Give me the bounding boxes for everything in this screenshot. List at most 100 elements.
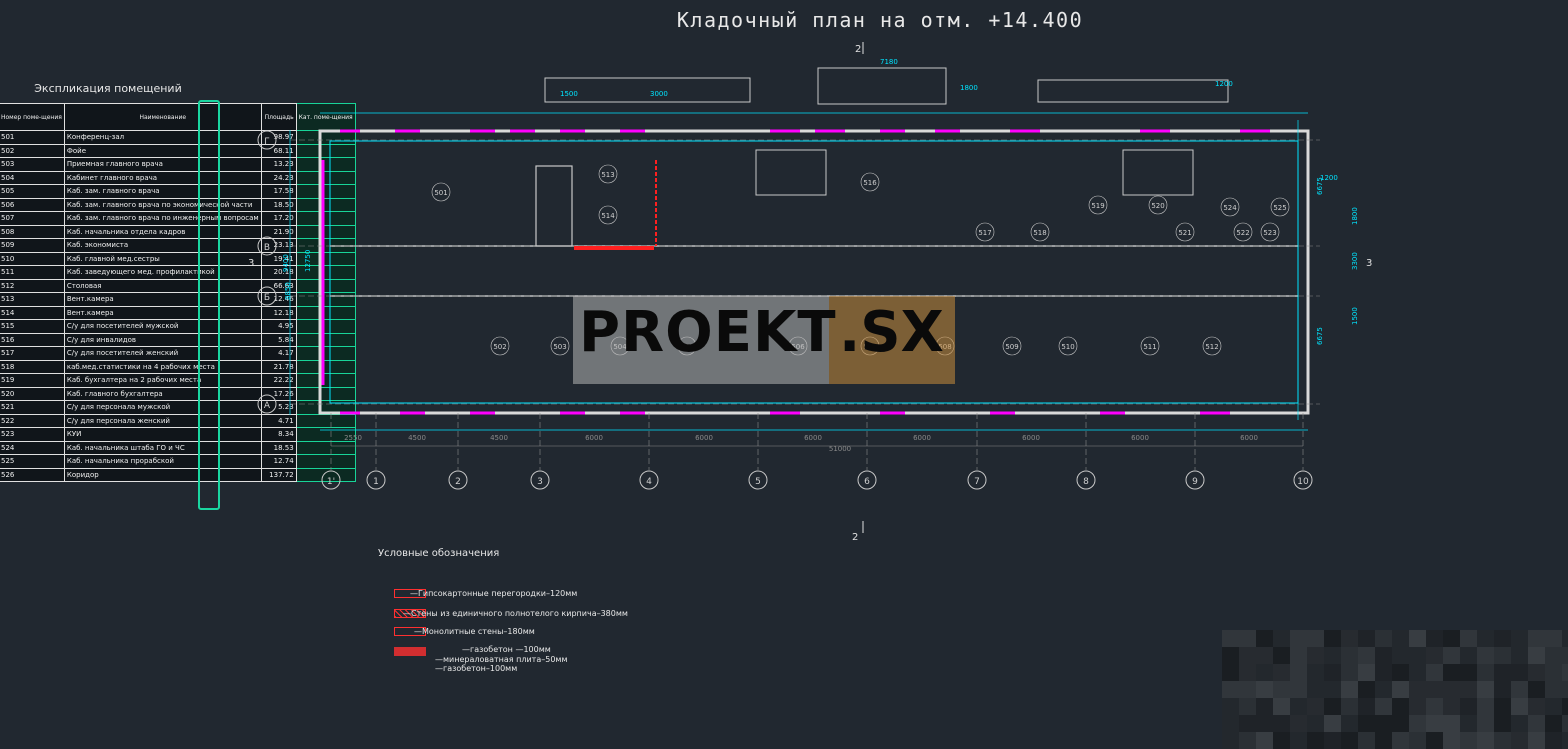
axis-bubble	[857, 470, 877, 490]
dim-label-left: 9400	[282, 254, 290, 272]
stamp-pixel	[1409, 681, 1426, 698]
dim-label-left: 8850	[284, 282, 292, 300]
stamp-pixel	[1392, 630, 1409, 647]
stamp-pixel	[1256, 630, 1273, 647]
stamp-pixel	[1290, 647, 1307, 664]
dim-label-top: 1200	[1320, 174, 1338, 182]
stamp-pixel	[1324, 664, 1341, 681]
stamp-pixel	[1409, 732, 1426, 749]
stamp-pixel	[1290, 698, 1307, 715]
dim-label-bottom: 4500	[408, 434, 426, 442]
room-number: 520	[1151, 202, 1164, 210]
stamp-pixel	[1324, 732, 1341, 749]
stamp-pixel	[1443, 681, 1460, 698]
stamp-pixel	[1443, 664, 1460, 681]
axis-bubble	[448, 470, 468, 490]
dim-label-bottom: 6000	[804, 434, 822, 442]
room-tag	[490, 336, 510, 356]
explication-cell-cat	[295, 467, 356, 482]
explication-cell-cat	[295, 143, 356, 158]
axis-number: 5	[755, 477, 761, 487]
dim-label-right: 1500	[1351, 307, 1359, 325]
stamp-pixel	[1307, 647, 1324, 664]
dim-label-top: 1500	[560, 90, 578, 98]
explication-cell-cat	[295, 157, 356, 172]
legend-item-brick: —Стены из единичного полнотелого кирпича…	[403, 609, 628, 618]
room-tag	[860, 172, 880, 192]
dim-label-bottom: 6000	[695, 434, 713, 442]
stamp-pixel	[1375, 715, 1392, 732]
stamp-pixel	[1545, 647, 1562, 664]
dim-label-top: 3000	[650, 90, 668, 98]
stamp-pixel	[1273, 715, 1290, 732]
dim-label-top: 1800	[960, 84, 978, 92]
stamp-pixel	[1545, 664, 1562, 681]
dim-label-right: 6675	[1316, 327, 1324, 345]
stamp-pixel	[1392, 715, 1409, 732]
stamp-pixel	[1494, 664, 1511, 681]
axis-number: 6	[864, 477, 870, 487]
stamp-pixel	[1545, 698, 1562, 715]
stamp-pixel	[1460, 664, 1477, 681]
explication-cell-cat	[295, 413, 356, 428]
stamp-pixel	[1528, 664, 1545, 681]
stamp-pixel	[1222, 698, 1239, 715]
axis-bubble	[366, 470, 386, 490]
stamp-pixel	[1222, 715, 1239, 732]
explication-cell-cat	[295, 184, 356, 199]
stamp-pixel	[1324, 630, 1341, 647]
explication-cell-name: каб.мед.статистики на 4 рабочих места	[63, 359, 262, 374]
explication-cell-cat	[295, 346, 356, 361]
legend-swatch-brick	[394, 609, 426, 618]
explication-cell-cat	[295, 305, 356, 320]
room-number: 509	[1005, 343, 1018, 351]
explication-cell-area: 12.74	[260, 454, 297, 469]
axis-letter: А	[264, 401, 271, 411]
axis-bubble	[257, 286, 277, 306]
stamp-pixel	[1494, 647, 1511, 664]
axis-bubble	[530, 470, 550, 490]
room-tag	[1202, 336, 1222, 356]
stamp-pixel	[1222, 647, 1239, 664]
axis-number: 1'	[327, 477, 335, 487]
stamp-pixel	[1341, 715, 1358, 732]
dim-label-bottom: 6000	[1240, 434, 1258, 442]
stamp-pixel	[1307, 681, 1324, 698]
stamp-pixel	[1426, 732, 1443, 749]
stamp-pixel	[1528, 630, 1545, 647]
stamp-pixel	[1239, 647, 1256, 664]
stamp-pixel	[1443, 698, 1460, 715]
stamp-pixel	[1426, 715, 1443, 732]
stamp-pixel	[1256, 681, 1273, 698]
watermark-text-right: .SX	[839, 300, 944, 365]
stamp-pixel	[1477, 698, 1494, 715]
stamp-pixel	[1443, 715, 1460, 732]
axis-bubble	[257, 394, 277, 414]
room-tag	[1140, 336, 1160, 356]
stamp-pixel	[1392, 681, 1409, 698]
stamp-pixel	[1358, 681, 1375, 698]
stamp-pixel	[1375, 647, 1392, 664]
stamp-pixel	[1494, 732, 1511, 749]
stamp-pixel	[1239, 681, 1256, 698]
axis-bubble	[257, 130, 277, 150]
room-number: 501	[434, 189, 447, 197]
watermark-left-block	[573, 296, 829, 384]
stamp-pixel	[1545, 715, 1562, 732]
top-annex	[817, 67, 947, 105]
stamp-pixel	[1341, 647, 1358, 664]
dim-label-bottom: 2550	[344, 434, 362, 442]
room-tag	[550, 336, 570, 356]
stamp-pixel	[1324, 647, 1341, 664]
